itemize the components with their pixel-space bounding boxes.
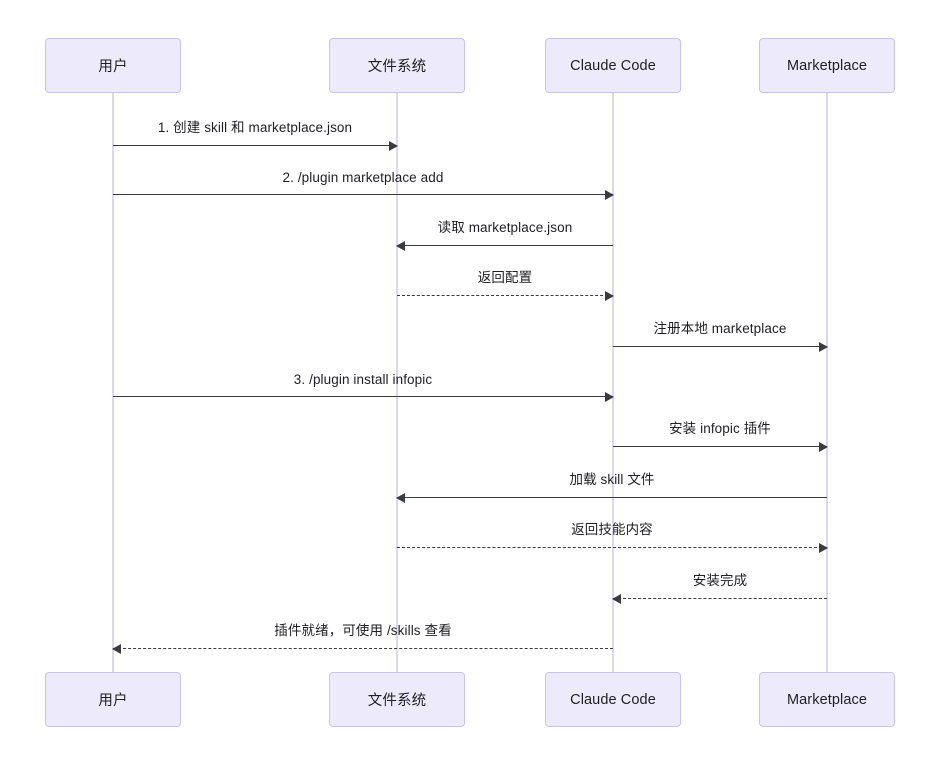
arrowhead-right-icon — [389, 140, 398, 151]
arrowhead-right-icon — [819, 542, 828, 553]
arrowhead-left-icon — [396, 240, 405, 251]
message-label: 安装完成 — [692, 573, 748, 588]
arrowhead-left-icon — [112, 643, 121, 654]
participant-header-marketplace[interactable]: Marketplace — [759, 38, 895, 93]
participant-label: Marketplace — [786, 691, 868, 708]
message-label: 1. 创建 skill 和 marketplace.json — [157, 120, 353, 135]
message-line — [113, 194, 613, 195]
arrowhead-right-icon — [819, 341, 828, 352]
message-line — [397, 245, 613, 246]
arrowhead-right-icon — [605, 189, 614, 200]
message-line — [613, 598, 827, 599]
message-label: 返回配置 — [477, 270, 533, 285]
message-line — [113, 648, 613, 649]
arrowhead-right-icon — [605, 391, 614, 402]
participant-label: 用户 — [98, 59, 128, 75]
message-label: 读取 marketplace.json — [437, 220, 573, 235]
participant-footer-claude-code[interactable]: Claude Code — [545, 672, 681, 727]
message-label: 3. /plugin install infopic — [293, 372, 433, 387]
participant-label: 文件系统 — [367, 693, 427, 709]
arrowhead-left-icon — [396, 492, 405, 503]
participant-label: Claude Code — [570, 691, 656, 708]
message-line — [613, 446, 827, 447]
participant-footer-user[interactable]: 用户 — [45, 672, 181, 727]
participant-label: 用户 — [98, 693, 128, 709]
participant-label: Claude Code — [570, 57, 656, 74]
message-line — [113, 396, 613, 397]
message-line — [397, 295, 613, 296]
arrowhead-right-icon — [819, 441, 828, 452]
participant-header-claude-code[interactable]: Claude Code — [545, 38, 681, 93]
participant-footer-filesystem[interactable]: 文件系统 — [329, 672, 465, 727]
lifeline-filesystem — [396, 93, 398, 672]
lifeline-claude-code — [612, 93, 614, 672]
message-label: 加载 skill 文件 — [569, 472, 655, 487]
message-label: 返回技能内容 — [571, 522, 653, 537]
message-label: 插件就绪，可使用 /skills 查看 — [274, 623, 452, 638]
participant-header-user[interactable]: 用户 — [45, 38, 181, 93]
message-label: 安装 infopic 插件 — [669, 421, 771, 436]
message-line — [397, 497, 827, 498]
arrowhead-right-icon — [605, 290, 614, 301]
lifeline-user — [112, 93, 114, 672]
message-label: 2. /plugin marketplace add — [282, 170, 444, 185]
message-label: 注册本地 marketplace — [653, 321, 787, 336]
participant-label: 文件系统 — [367, 59, 427, 75]
participant-label: Marketplace — [786, 57, 868, 74]
lifeline-marketplace — [826, 93, 828, 672]
message-line — [113, 145, 397, 146]
participant-header-filesystem[interactable]: 文件系统 — [329, 38, 465, 93]
arrowhead-left-icon — [612, 593, 621, 604]
message-line — [613, 346, 827, 347]
participant-footer-marketplace[interactable]: Marketplace — [759, 672, 895, 727]
message-line — [397, 547, 827, 548]
